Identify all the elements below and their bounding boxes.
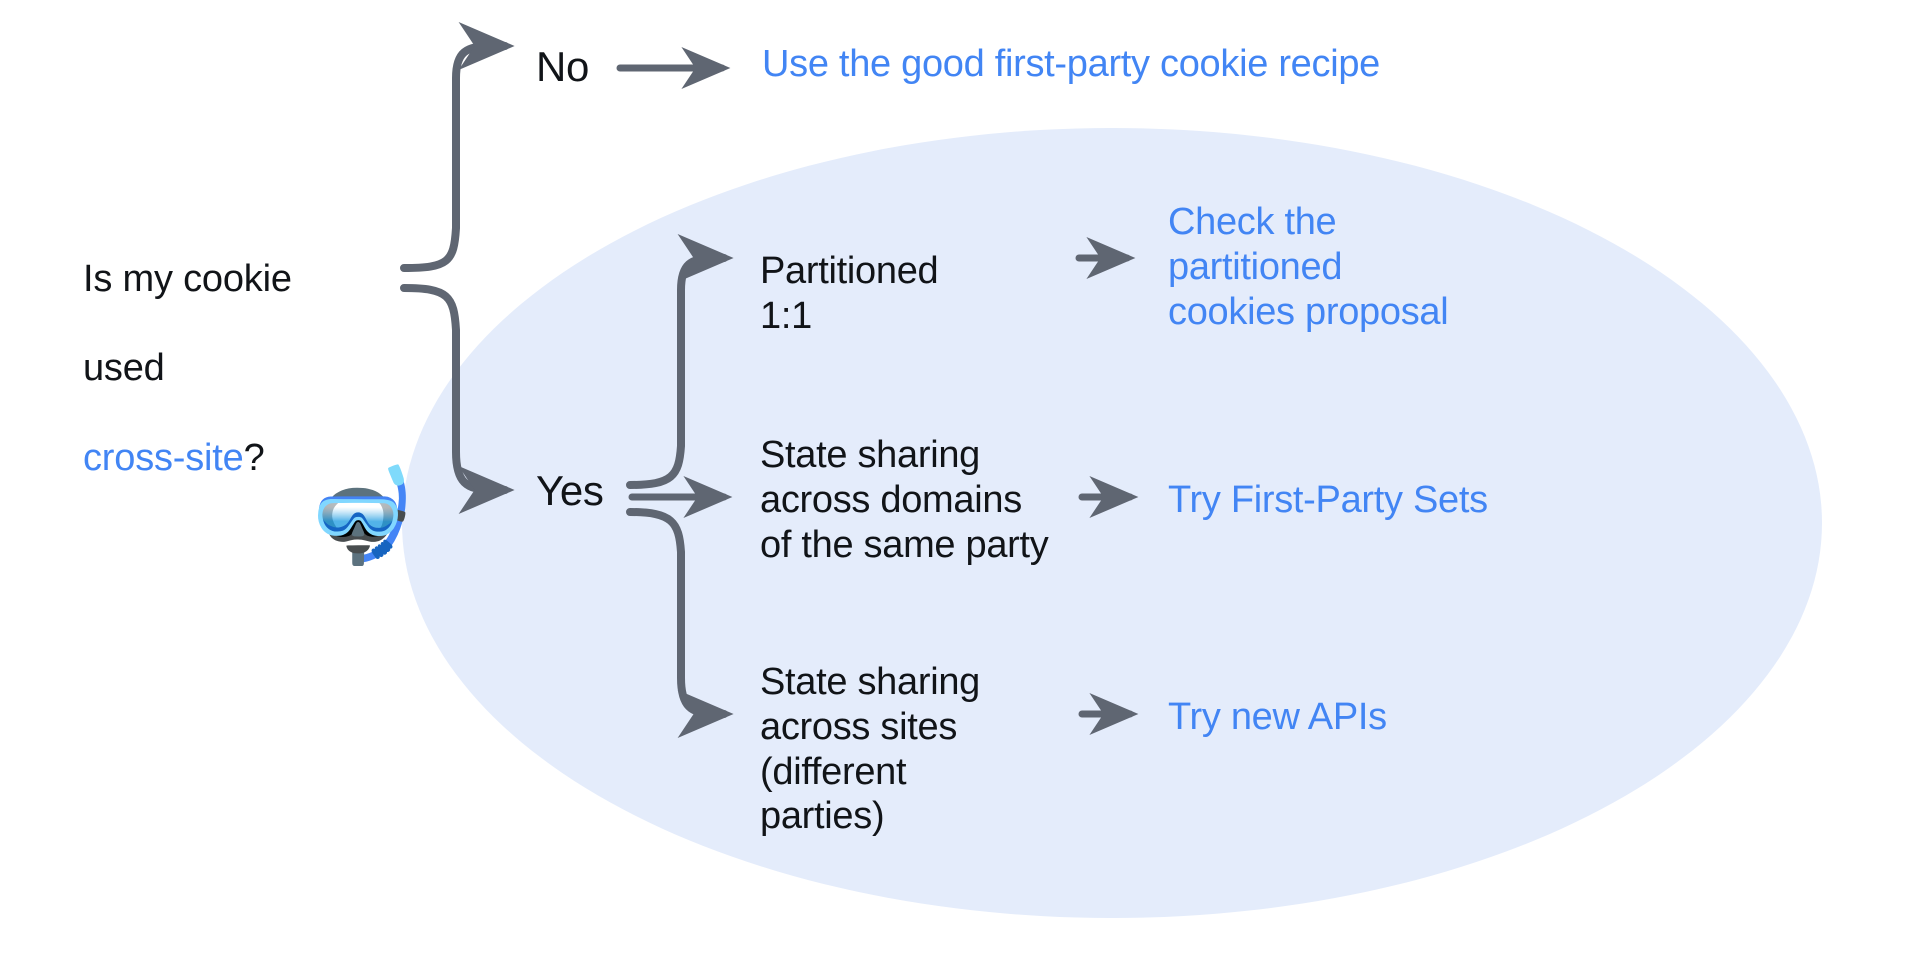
condition-partitioned-1-1[interactable]: Partitioned 1:1 bbox=[760, 250, 939, 337]
page-title: Is my cookie used cross-site? bbox=[83, 212, 383, 526]
outcome-first-party-sets[interactable]: Try First-Party Sets bbox=[1168, 479, 1488, 521]
condition-state-sharing-sites[interactable]: State sharing across sites (different pa… bbox=[760, 661, 981, 838]
condition-state-sharing-domains[interactable]: State sharing across domains of the same… bbox=[760, 434, 1049, 566]
edge-yes-to-partitioned bbox=[626, 234, 734, 489]
branch-label-yes[interactable]: Yes bbox=[536, 467, 604, 514]
outcome-partitioned-cookies-proposal[interactable]: Check the partitioned cookies proposal bbox=[1168, 201, 1449, 333]
question-mark: ? bbox=[243, 437, 265, 480]
question-line-2: used bbox=[83, 347, 165, 390]
edge-question-to-no bbox=[400, 22, 515, 272]
branch-label-no[interactable]: No bbox=[536, 43, 590, 90]
edge-question-to-yes bbox=[400, 284, 515, 515]
cross-site-highlight: cross-site bbox=[83, 437, 244, 480]
question-line-1: Is my cookie bbox=[83, 257, 292, 300]
outcome-try-new-apis[interactable]: Try new APIs bbox=[1168, 696, 1387, 738]
edge-yes-to-state-sites bbox=[626, 508, 734, 739]
outcome-first-party-cookie-recipe[interactable]: Use the good first-party cookie recipe bbox=[762, 43, 1381, 85]
diving-mask-emoji: 🤿 bbox=[303, 465, 418, 567]
question-line-3: cross-site? bbox=[83, 436, 383, 481]
cross-site-region-ellipse bbox=[402, 128, 1822, 918]
